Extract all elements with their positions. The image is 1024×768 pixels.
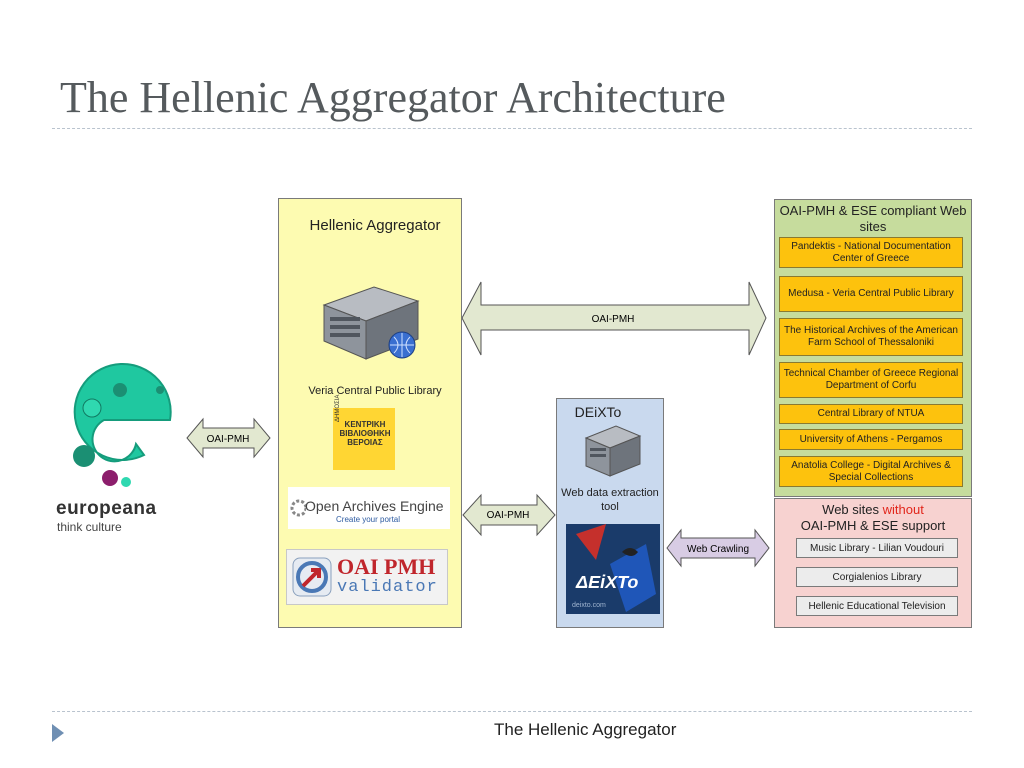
oai-site-item: University of Athens - Pergamos: [779, 429, 963, 450]
validator-subtitle: validator: [337, 578, 438, 597]
oai-pmh-validator-logo: OAI PMH validator: [286, 549, 448, 605]
deixto-logo: ΔΕiΧΤο deixto.com: [566, 524, 660, 614]
europeana-tagline: think culture: [57, 520, 122, 534]
validator-title: OAI PMH: [337, 554, 436, 579]
oae-title: Open Archives Engine: [305, 498, 444, 514]
main-oai-arrow-label: OAI-PMH: [592, 314, 635, 325]
oai-site-item: The Historical Archives of the American …: [779, 318, 963, 356]
europeana-arrow: [186, 417, 271, 459]
oai-site-item: Medusa - Veria Central Public Library: [779, 276, 963, 312]
oai-site-item: Pandektis - National Documentation Cente…: [779, 237, 963, 268]
footer-rule: [52, 711, 972, 712]
gear-icon: [290, 499, 306, 517]
footer-text: The Hellenic Aggregator: [494, 720, 677, 739]
oai-site-item: Technical Chamber of Greece Regional Dep…: [779, 362, 963, 398]
page-title: The Hellenic Aggregator Architecture: [60, 73, 726, 122]
europeana-arrow-label: OAI-PMH: [207, 434, 250, 445]
deixto-arrow-label: OAI-PMH: [487, 510, 530, 521]
europeana-wordmark: europeana: [56, 498, 157, 519]
oai-site-item: Central Library of NTUA: [779, 404, 963, 424]
crawl-arrow: [666, 528, 770, 568]
deixto-logo-art-icon: [576, 524, 656, 612]
deixto-subtitle: Web data extraction tool: [561, 487, 659, 513]
title-rule: [52, 128, 972, 129]
aggregator-title: Hellenic Aggregator: [309, 217, 441, 234]
non-oai-site-item: Corgialenios Library: [796, 567, 958, 587]
footer-triangle-icon: [52, 724, 64, 742]
non-oai-site-item: Music Library - Lilian Voudouri: [796, 538, 958, 558]
main-oai-arrow: [461, 281, 767, 356]
oai-compliant-heading: OAI-PMH & ESE compliant Web sites: [779, 203, 967, 234]
deixto-logo-url: deixto.com: [572, 602, 606, 609]
deixto-arrow: [462, 493, 556, 537]
kentriki-vivliothiki-logo: ΔΗΜΟΣΙΑ ΚΕΝΤΡΙΚΗ ΒΙΒΛΙΟΘΗΚΗ ΒΕΡΟΙΑΣ: [333, 395, 395, 470]
oae-subtitle: Create your portal: [336, 515, 401, 524]
server-icon: [322, 286, 420, 360]
non-oai-heading-post: OAI-PMH & ESE support: [800, 518, 946, 533]
europeana-logo-icon: [73, 363, 172, 487]
deixto-server-icon: [584, 425, 642, 477]
oai-site-item: Anatolia College - Digital Archives & Sp…: [779, 456, 963, 487]
open-archives-engine-logo: Open Archives Engine Create your portal: [288, 487, 450, 529]
non-oai-heading-without: without: [882, 502, 924, 517]
deixto-title: DEiXTo: [574, 404, 622, 420]
deixto-logo-word: ΔΕiΧΤο: [576, 572, 639, 592]
crawl-arrow-label: Web Crawling: [687, 544, 749, 555]
non-oai-heading: Web sites without OAI-PMH & ESE support: [774, 502, 972, 534]
validator-arrow-icon: [292, 557, 332, 597]
aggregator-host: Veria Central Public Library: [308, 385, 442, 397]
kentriki-label: ΚΕΝΤΡΙΚΗ ΒΙΒΛΙΟΘΗΚΗ ΒΕΡΟΙΑΣ: [339, 420, 391, 447]
non-oai-heading-pre: Web sites: [822, 502, 879, 517]
kentriki-side-label: ΔΗΜΟΣΙΑ: [335, 394, 341, 422]
non-oai-site-item: Hellenic Educational Television: [796, 596, 958, 616]
